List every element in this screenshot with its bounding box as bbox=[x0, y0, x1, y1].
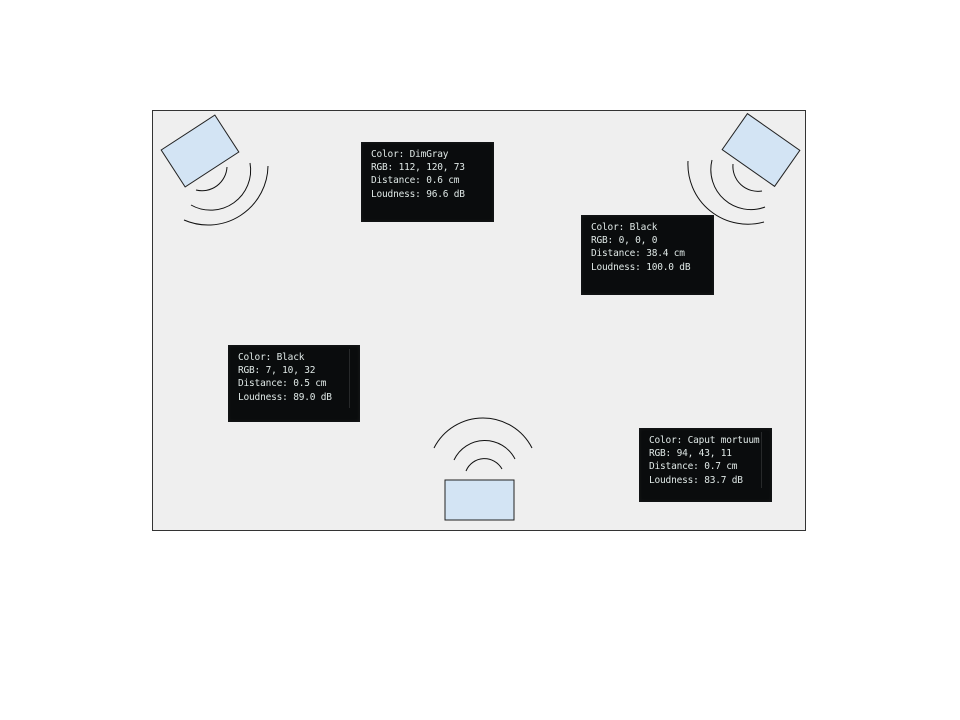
sound-wave-icon bbox=[465, 458, 503, 472]
speaker-bottom-center bbox=[433, 417, 533, 521]
display-panel: Color: DimGray RGB: 112, 120, 73 Distanc… bbox=[361, 142, 494, 222]
screen-edge bbox=[349, 349, 350, 408]
display-color-label: Color: DimGray bbox=[371, 149, 449, 160]
display-distance-label: Distance: 38.4 cm bbox=[591, 248, 685, 260]
speaker-top-right bbox=[687, 112, 801, 225]
speaker-icon bbox=[444, 479, 515, 521]
sound-wave-icon bbox=[183, 165, 269, 226]
speaker-icon bbox=[721, 112, 801, 188]
display-panel: Color: Caput mortuum RGB: 94, 43, 11 Dis… bbox=[639, 428, 772, 502]
display-color-label: Color: Black bbox=[238, 352, 305, 363]
display-rgb-label: RGB: 7, 10, 32 bbox=[238, 365, 316, 377]
sound-wave-icon bbox=[195, 166, 228, 192]
display-loudness-label: Loudness: 100.0 dB bbox=[591, 261, 691, 273]
sound-wave-icon bbox=[687, 160, 765, 225]
screen-edge bbox=[761, 432, 762, 488]
sound-wave-icon bbox=[453, 440, 516, 461]
display-rgb-label: RGB: 112, 120, 73 bbox=[371, 162, 465, 174]
speaker-top-left bbox=[160, 114, 269, 226]
display-panel: Color: Black RGB: 0, 0, 0 Distance: 38.4… bbox=[581, 215, 714, 295]
sound-wave-icon bbox=[190, 162, 252, 211]
display-distance-label: Distance: 0.6 cm bbox=[371, 175, 460, 187]
sound-wave-icon bbox=[433, 417, 533, 449]
display-distance-label: Distance: 0.5 cm bbox=[238, 378, 327, 390]
display-loudness-label: Loudness: 83.7 dB bbox=[649, 474, 743, 486]
display-distance-label: Distance: 0.7 cm bbox=[649, 461, 738, 473]
sound-wave-icon bbox=[732, 163, 763, 192]
display-color-label: Color: Caput mortuum bbox=[649, 435, 760, 446]
display-rgb-label: RGB: 94, 43, 11 bbox=[649, 448, 732, 460]
display-loudness-label: Loudness: 96.6 dB bbox=[371, 188, 465, 200]
display-rgb-label: RGB: 0, 0, 0 bbox=[591, 235, 658, 247]
display-loudness-label: Loudness: 89.0 dB bbox=[238, 391, 332, 403]
sound-wave-icon bbox=[710, 159, 766, 211]
display-panel: Color: Black RGB: 7, 10, 32 Distance: 0.… bbox=[228, 345, 360, 422]
display-color-label: Color: Black bbox=[591, 222, 658, 233]
speaker-icon bbox=[160, 114, 240, 188]
